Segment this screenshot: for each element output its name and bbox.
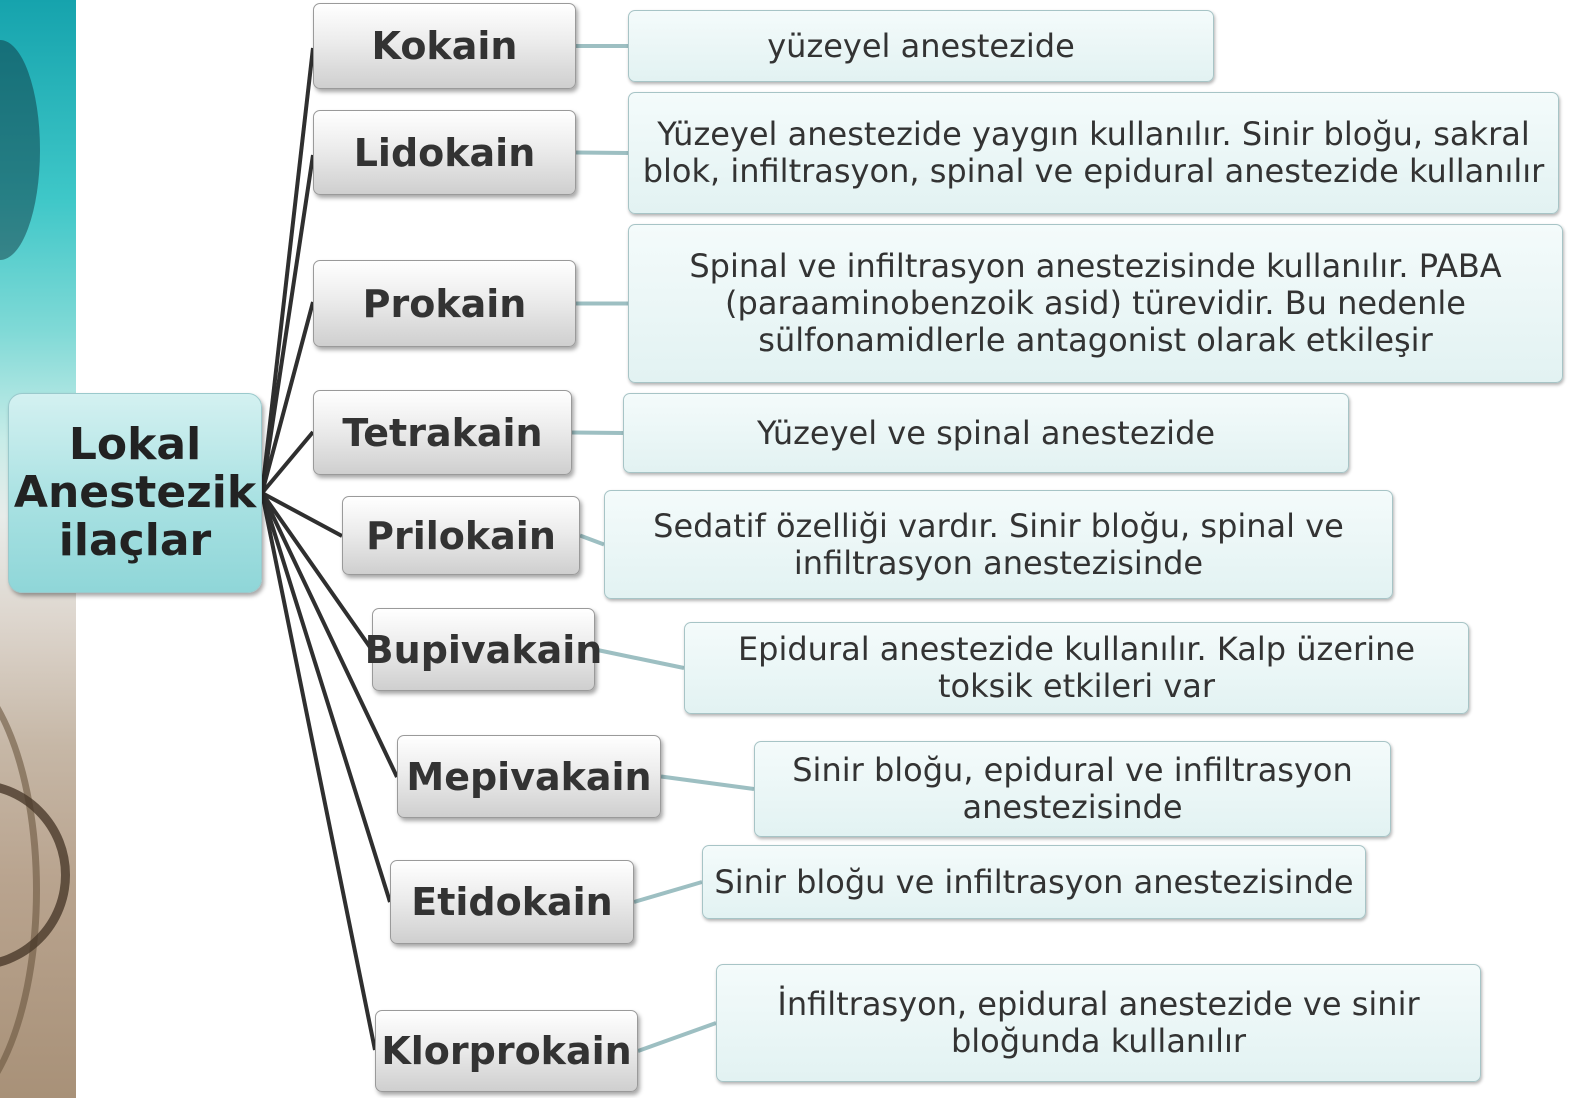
drug-node-lidokain: Lidokain bbox=[313, 110, 576, 195]
connector-root-kokain bbox=[262, 48, 313, 493]
connector-tetrakain-description bbox=[572, 433, 623, 434]
drug-node-prokain: Prokain bbox=[313, 260, 576, 347]
connector-etidokain-description bbox=[634, 882, 702, 902]
description-node-prokain: Spinal ve infiltrasyon anestezisinde kul… bbox=[628, 224, 1563, 383]
description-node-bupivakain: Epidural anestezide kullanılır. Kalp üze… bbox=[684, 622, 1469, 714]
connector-lidokain-description bbox=[576, 153, 628, 154]
drug-name: Prilokain bbox=[366, 514, 556, 558]
connector-mepivakain-description bbox=[661, 777, 754, 790]
drug-node-klorprokain: Klorprokain bbox=[375, 1010, 638, 1092]
description-node-klorprokain: İnfiltrasyon, epidural anestezide ve sin… bbox=[716, 964, 1481, 1082]
drug-description: Yüzeyel anestezide yaygın kullanılır. Si… bbox=[635, 116, 1552, 190]
drug-name: Tetrakain bbox=[342, 411, 542, 455]
drug-description: Spinal ve infiltrasyon anestezisinde kul… bbox=[635, 248, 1556, 359]
drug-description: yüzeyel anestezide bbox=[767, 28, 1075, 65]
description-node-mepivakain: Sinir bloğu, epidural ve infiltrasyon an… bbox=[754, 741, 1391, 837]
drug-node-mepivakain: Mepivakain bbox=[397, 735, 661, 818]
drug-node-tetrakain: Tetrakain bbox=[313, 390, 572, 475]
connector-bupivakain-description bbox=[595, 650, 684, 669]
drug-node-prilokain: Prilokain bbox=[342, 496, 580, 575]
drug-name: Lidokain bbox=[354, 131, 536, 175]
drug-name: Prokain bbox=[363, 282, 527, 326]
connector-prilokain-description bbox=[580, 536, 604, 545]
drug-name: Etidokain bbox=[411, 880, 612, 924]
drug-description: Yüzeyel ve spinal anestezide bbox=[757, 415, 1215, 452]
drug-name: Klorprokain bbox=[381, 1029, 631, 1073]
description-node-etidokain: Sinir bloğu ve infiltrasyon anestezisind… bbox=[702, 845, 1366, 919]
root-node: Lokal Anestezik ilaçlar bbox=[8, 393, 262, 593]
drug-description: Sinir bloğu ve infiltrasyon anestezisind… bbox=[714, 864, 1353, 901]
description-node-prilokain: Sedatif özelliği vardır. Sinir bloğu, sp… bbox=[604, 490, 1393, 599]
description-node-lidokain: Yüzeyel anestezide yaygın kullanılır. Si… bbox=[628, 92, 1559, 214]
drug-node-bupivakain: Bupivakain bbox=[372, 608, 595, 691]
drug-description: Sinir bloğu, epidural ve infiltrasyon an… bbox=[761, 752, 1384, 826]
description-node-tetrakain: Yüzeyel ve spinal anestezide bbox=[623, 393, 1349, 473]
drug-node-etidokain: Etidokain bbox=[390, 860, 634, 944]
drug-name: Mepivakain bbox=[406, 755, 651, 799]
drug-description: İnfiltrasyon, epidural anestezide ve sin… bbox=[723, 986, 1474, 1060]
drug-description: Sedatif özelliği vardır. Sinir bloğu, sp… bbox=[611, 508, 1386, 582]
drug-name: Bupivakain bbox=[365, 628, 603, 672]
root-label: Lokal Anestezik ilaçlar bbox=[14, 421, 256, 565]
description-node-kokain: yüzeyel anestezide bbox=[628, 10, 1214, 82]
drug-name: Kokain bbox=[372, 24, 518, 68]
connector-klorprokain-description bbox=[638, 1023, 716, 1051]
drug-node-kokain: Kokain bbox=[313, 3, 576, 89]
drug-description: Epidural anestezide kullanılır. Kalp üze… bbox=[691, 631, 1462, 705]
